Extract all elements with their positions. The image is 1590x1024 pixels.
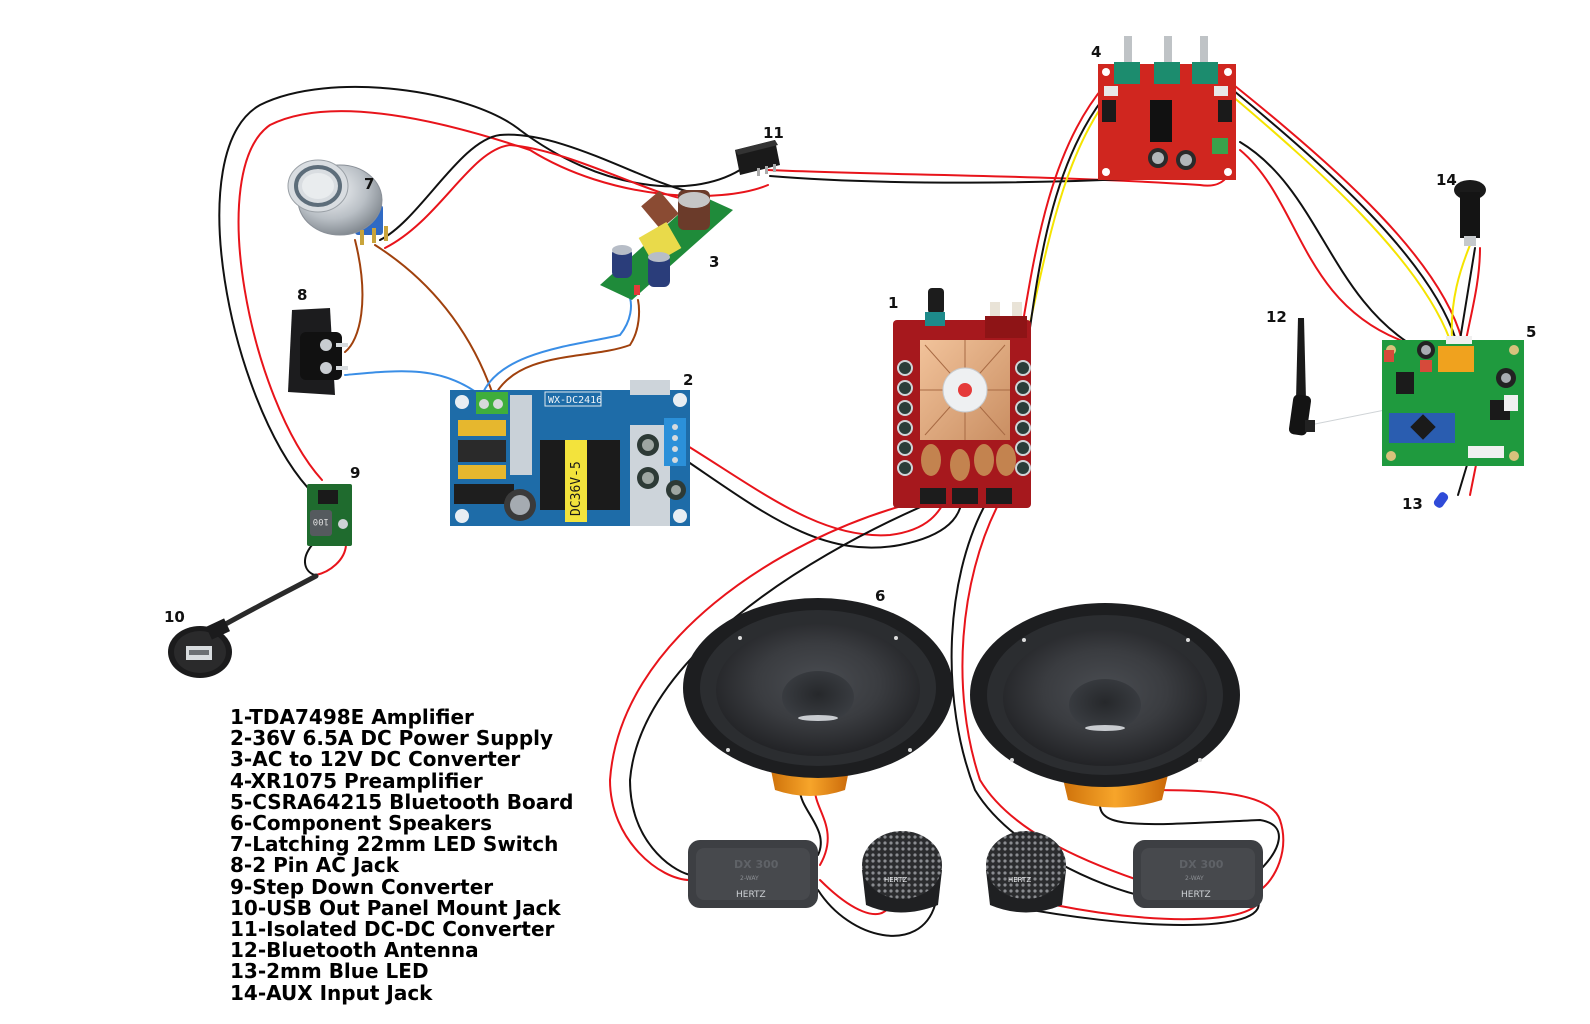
wire-positive: [608, 504, 906, 881]
legend-item: 4-XR1075 Preamplifier: [230, 768, 483, 793]
crossover-sub: 2-WAY: [740, 875, 759, 882]
crossover-right: DX 300 2-WAY HERTZ: [1133, 840, 1263, 908]
wire-positive: [384, 143, 691, 249]
label-10: 10: [164, 608, 185, 626]
isolated-dc-dc-converter: [735, 140, 780, 176]
crossover-model: DX 300: [734, 858, 779, 871]
crossover-brand: HERTZ: [736, 890, 766, 900]
label-3: 3: [709, 253, 720, 271]
label-1: 1: [888, 294, 899, 312]
tweeter-right: HERTZ: [986, 831, 1066, 913]
crossover-left: DX 300 2-WAY HERTZ: [688, 840, 818, 908]
legend-item: 14-AUX Input Jack: [230, 980, 433, 1005]
bluetooth-antenna: [1288, 318, 1315, 436]
label-12: 12: [1266, 308, 1287, 326]
power-supply-36v: WX-DC2416 DC36V-5: [450, 380, 690, 526]
csra64215-bluetooth-board: [1382, 336, 1524, 466]
wire-ac-live: [344, 239, 364, 353]
label-6: 6: [875, 587, 886, 605]
label-8: 8: [297, 286, 308, 304]
wire-positive: [677, 439, 946, 537]
wire-negative: [799, 789, 822, 856]
wire-positive: [1019, 84, 1106, 341]
label-7: 7: [364, 175, 375, 193]
label-5: 5: [1526, 323, 1537, 341]
label-14: 14: [1436, 171, 1457, 189]
legend-item: 8-2 Pin AC Jack: [230, 853, 400, 878]
wire-ac-neutral: [344, 370, 481, 396]
tda7498e-amplifier: [893, 288, 1031, 508]
transformer-label: DC36V-5: [569, 461, 584, 516]
legend-item: 13-2mm Blue LED: [230, 959, 429, 984]
wire-negative: [1227, 85, 1457, 341]
crossover-sub: 2-WAY: [1185, 875, 1204, 882]
label-2: 2: [683, 371, 694, 389]
wire-signal: [1224, 89, 1451, 341]
wire-positive: [315, 544, 347, 576]
wire-negative: [1027, 89, 1111, 343]
wire-ac-live: [374, 244, 493, 393]
wire-positive: [1465, 247, 1481, 341]
usb-panel-jack: [168, 618, 232, 678]
label-4: 4: [1091, 43, 1102, 61]
legend-item: 12-Bluetooth Antenna: [230, 938, 479, 963]
woofer-right: [970, 603, 1240, 808]
tweeter-brand: HERTZ: [1008, 876, 1031, 884]
wire-ac-live: [494, 299, 640, 396]
legend-item: 9-Step Down Converter: [230, 874, 494, 899]
label-13: 13: [1402, 495, 1423, 513]
aux-input-jack: [1454, 180, 1486, 246]
woofer-left: [683, 598, 953, 796]
wire-positive: [961, 504, 1139, 881]
inductor-label: 100: [313, 516, 329, 526]
crossover-model: DX 300: [1179, 858, 1224, 871]
ac-jack: [288, 308, 348, 395]
label-9: 9: [350, 464, 361, 482]
wire-negative: [1459, 247, 1476, 341]
legend-item: 11-Isolated DC-DC Converter: [230, 917, 555, 942]
crossover-brand: HERTZ: [1181, 890, 1211, 900]
legend-item: 7-Latching 22mm LED Switch: [230, 832, 559, 857]
wire-positive: [1139, 789, 1285, 891]
wire-positive: [237, 110, 769, 481]
label-11: 11: [763, 124, 784, 142]
wire-negative: [379, 133, 691, 241]
wire-negative: [950, 504, 1139, 896]
legend-item: 2-36V 6.5A DC Power Supply: [230, 726, 554, 751]
component-legend: 1-TDA7498E Amplifier 2-36V 6.5A DC Power…: [230, 705, 574, 1005]
wires: [212, 81, 1506, 937]
led-switch: [287, 159, 388, 245]
wire-negative: [817, 889, 936, 937]
step-down-converter: 100: [307, 484, 352, 546]
wire-negative: [677, 454, 963, 549]
xr1075-preamp: [1098, 36, 1236, 180]
legend-item: 1-TDA7498E Amplifier: [230, 705, 474, 729]
legend-item: 6-Component Speakers: [230, 811, 492, 836]
wire-negative: [628, 504, 926, 876]
tweeter-brand: HERTZ: [884, 876, 907, 884]
wire-positive: [1229, 81, 1463, 341]
wire-signal: [1450, 244, 1471, 341]
wire-signal: [1024, 94, 1111, 346]
wire-negative: [218, 85, 741, 489]
psu-board-label: WX-DC2416: [548, 395, 602, 406]
tweeter-left: HERTZ: [862, 831, 942, 913]
wire-positive: [814, 789, 829, 866]
wire-negative: [1004, 899, 1260, 926]
usb-cable: [212, 573, 319, 633]
legend-item: 5-CSRA64215 Bluetooth Board: [230, 789, 574, 814]
wire-ac-neutral: [481, 297, 632, 396]
wire-negative: [1099, 804, 1280, 871]
wire-negative: [304, 544, 316, 576]
ac-to-12v-converter: [600, 190, 733, 300]
blue-led: [1433, 492, 1449, 508]
legend-item: 10-USB Out Panel Mount Jack: [230, 895, 561, 920]
legend-item: 3-AC to 12V DC Converter: [230, 747, 521, 772]
